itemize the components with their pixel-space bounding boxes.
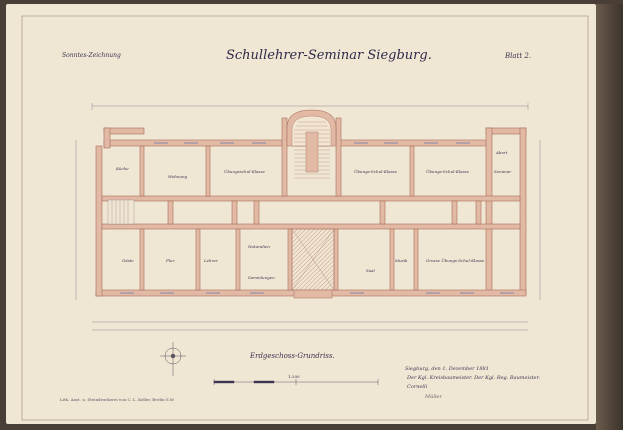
north-arrow [160,342,186,376]
room-label-lehrer: Lehrer [204,258,218,263]
sheet-edge [596,4,623,430]
room-label-uebungsschule: Übungsschul-Klasse [224,169,265,174]
room-label-wohnung: Wohnung [168,174,188,179]
room-label-musik: Musik [395,258,408,263]
room-label-kueche: Küche [116,166,129,171]
room-label-uebung-1: Übungs-Schul-Klasse [354,169,397,174]
sheet-number: Blatt 2. [505,52,532,60]
room-label-abort: Abort [496,150,508,155]
printer-stamp: Lith. Anst. u. Steindruckerei von C. L. … [60,397,175,402]
side-staircase [107,199,135,225]
main-staircase [286,109,337,179]
entrance-hall [291,228,335,299]
room-label-saal: Saal [366,268,375,273]
scale-label: 1:200 [288,374,300,379]
signature-line-2: Der Kgl. Kreisbaumeister. Der Kgl. Reg. … [407,375,541,381]
signature-line-1: Siegburg, den 1. Dezember 1881 [405,366,489,372]
room-label-gaeste: Gäste [122,258,134,263]
drawing-subtitle: Erdgeschoss-Grundriss. [250,352,335,360]
room-label-flur: Flur [166,258,175,263]
scale-bar [213,379,379,385]
dimension-lines [75,103,541,331]
header-left-note: Sonntes-Zeichnung [62,52,121,59]
paper-background [6,4,596,424]
drawing-title: Schullehrer-Seminar Siegburg. [226,48,432,63]
room-label-uebung-2: Übungs-Schul-Klasse [426,169,469,174]
frame-border [21,15,589,421]
room-label-grosse: Grosse Übungs-Schul-Klasse [426,258,485,263]
room-label-seminar: Seminar [494,169,512,174]
signature-line-3: Cornelli [407,384,428,390]
room-label-naturalien: Naturalien [248,244,270,249]
windows [120,142,514,294]
signature-mark: Müller [425,394,442,400]
room-label-sammlungen: Sammlungen [248,275,275,280]
